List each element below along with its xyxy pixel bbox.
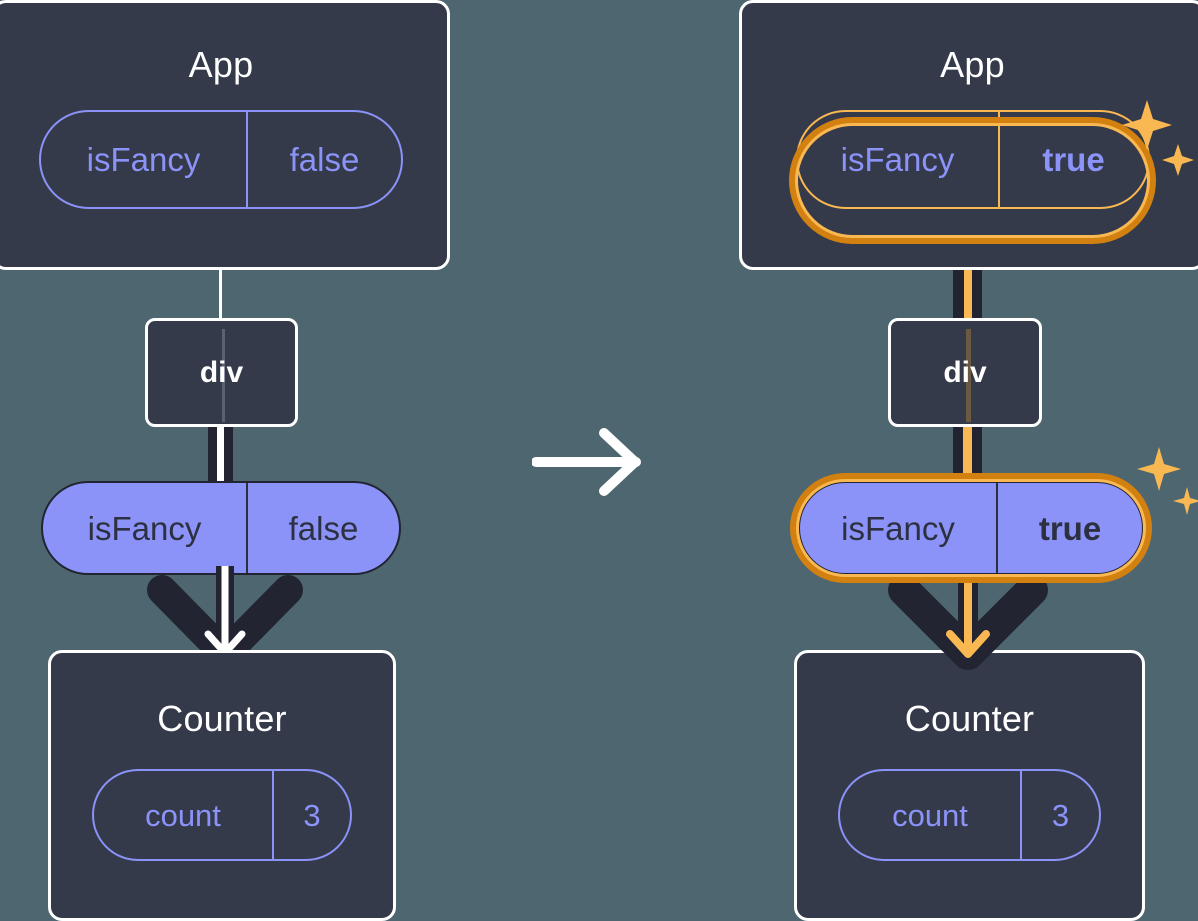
prop-pill-value: false <box>288 509 359 547</box>
component-title-counter-after: Counter <box>904 698 1035 739</box>
prop-pill-key: isFancy <box>86 141 201 178</box>
state-pill-key: count <box>145 797 221 833</box>
prop-pill-value: false <box>289 141 360 178</box>
state-pill-value: 3 <box>303 797 321 833</box>
prop-pill-app-after: isFancy true <box>795 110 1150 209</box>
edge-div-to-prop-before <box>208 424 233 486</box>
component-title-app-before: App <box>188 44 254 85</box>
element-tag-label-after: div <box>943 355 987 389</box>
element-box-div-after: div <box>888 318 1042 427</box>
edge-div-to-prop-after <box>953 424 982 486</box>
prop-pill-passed-before: isFancy false <box>41 481 401 575</box>
state-pill-counter-before: count 3 <box>92 769 352 861</box>
element-tag-label-before: div <box>199 355 244 389</box>
state-pill-key: count <box>892 797 968 833</box>
panel-after: App isFancy true div isFancy true <box>599 0 1198 921</box>
prop-pill-app-before: isFancy false <box>39 110 403 209</box>
component-title-app-after: App <box>940 44 1005 85</box>
edge-through-div-after <box>966 329 971 422</box>
panel-before: App isFancy false div isFancy false <box>0 0 450 921</box>
prop-pill-key: isFancy <box>840 141 955 178</box>
component-box-app-after: App isFancy true <box>739 0 1198 270</box>
edge-app-to-div-before <box>219 268 222 320</box>
edge-prop-to-counter-after <box>888 566 1048 670</box>
prop-pill-value: true <box>1042 141 1105 178</box>
prop-pill-divider <box>246 483 248 573</box>
state-pill-value: 3 <box>1051 797 1070 833</box>
sparkle-icon-app-pill <box>1122 100 1194 176</box>
prop-pill-key: isFancy <box>841 509 955 547</box>
component-box-app-before: App isFancy false <box>0 0 450 270</box>
edge-through-div-before <box>222 329 225 422</box>
transition-arrow-icon <box>532 428 641 496</box>
state-pill-divider <box>272 771 274 859</box>
prop-pill-value: true <box>1038 509 1102 547</box>
prop-pill-key: isFancy <box>87 509 202 547</box>
state-pill-counter-after: count 3 <box>838 769 1101 861</box>
prop-pill-passed-after: isFancy true <box>798 481 1144 575</box>
prop-pill-divider <box>997 112 1000 207</box>
component-box-counter-after: Counter count 3 <box>794 650 1145 921</box>
prop-pill-divider <box>246 112 248 207</box>
component-title-counter-before: Counter <box>157 698 287 739</box>
state-pill-divider <box>1020 771 1022 859</box>
element-box-div-before: div <box>145 318 298 427</box>
prop-pill-divider <box>996 483 998 573</box>
sparkle-icon-prop-pill <box>1137 447 1198 515</box>
component-box-counter-before: Counter count 3 <box>48 650 396 921</box>
